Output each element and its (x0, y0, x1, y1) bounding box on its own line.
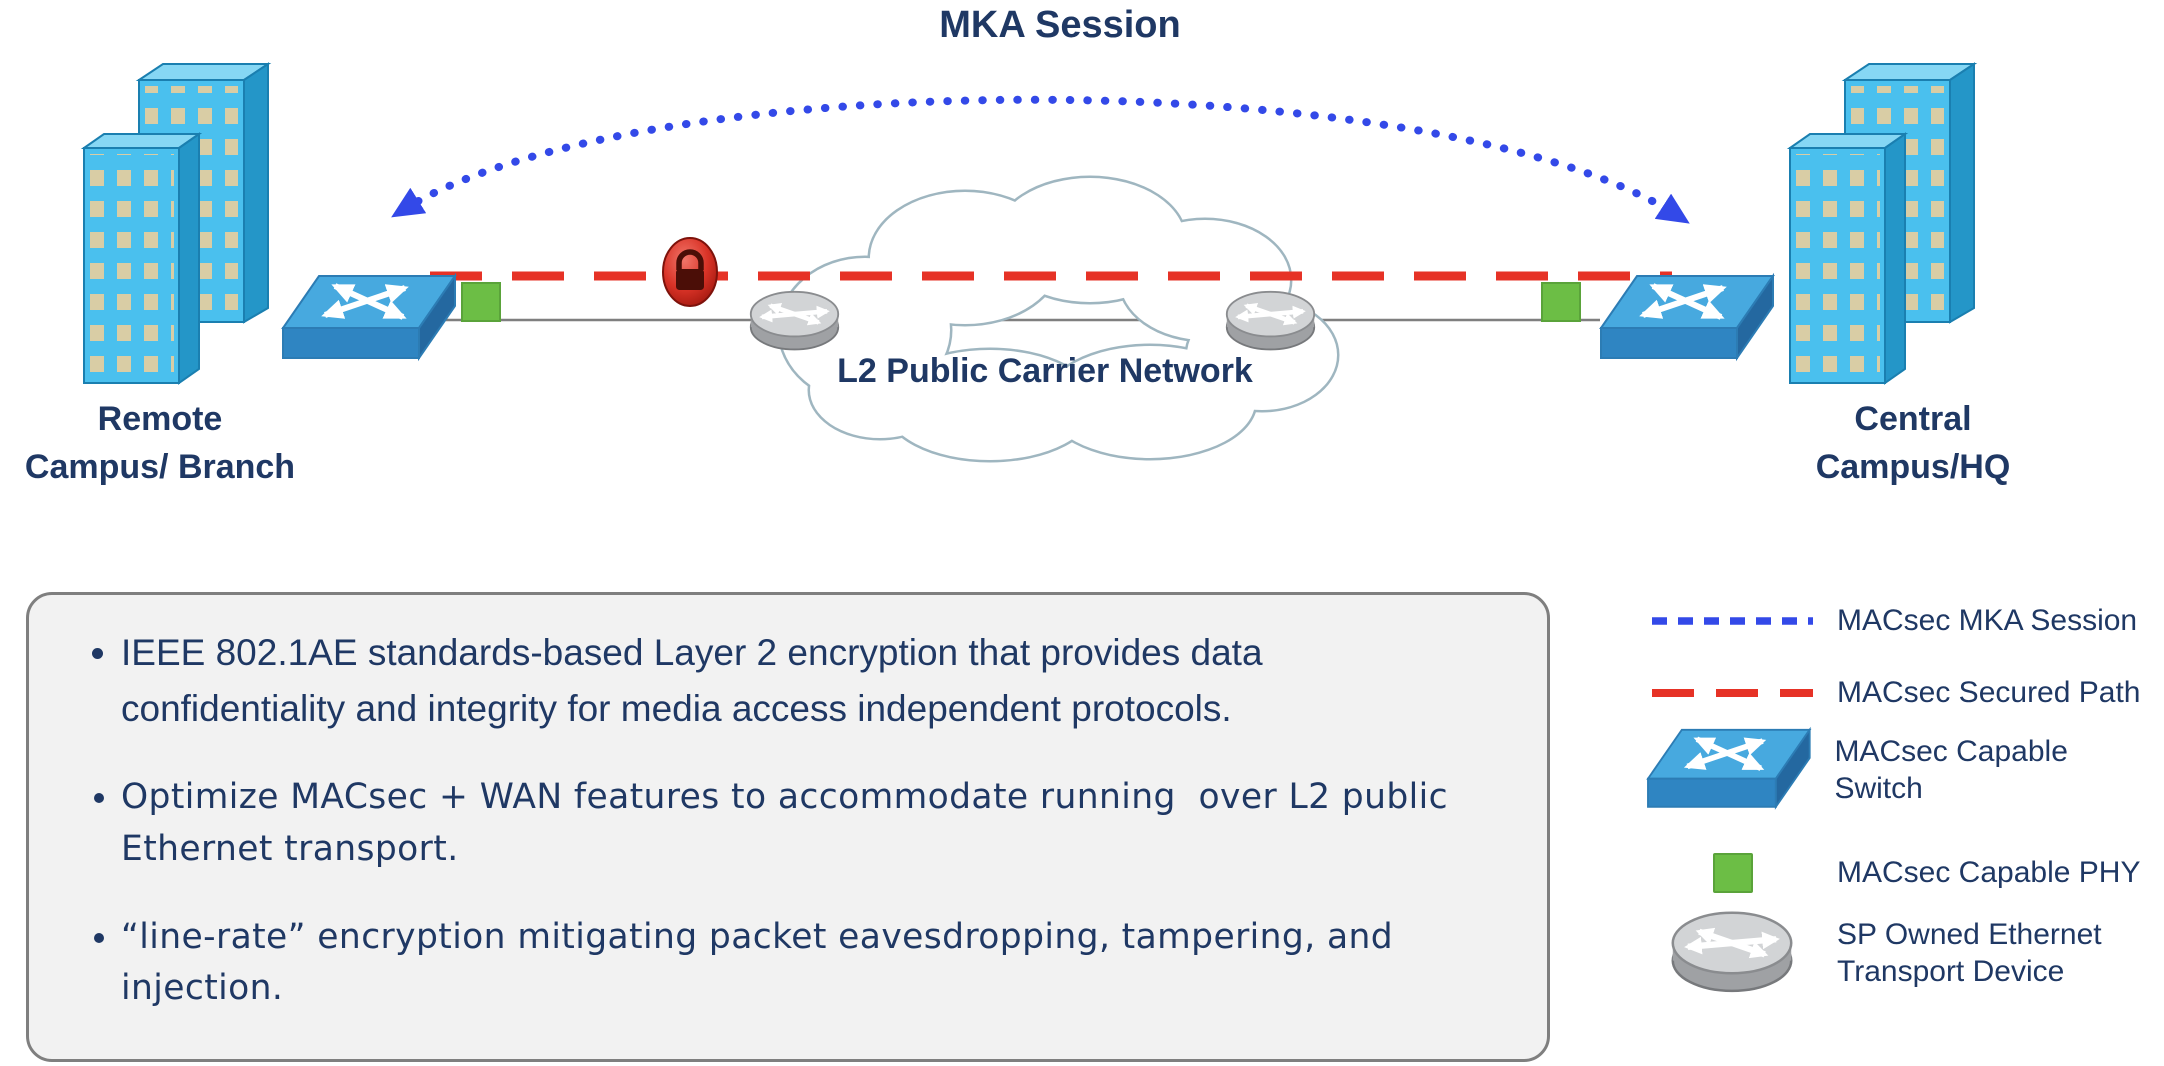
router-icon (1640, 907, 1825, 999)
legend-row-capable-phy: MACsec Capable PHY (1640, 848, 2140, 898)
mka-session-line-icon (1640, 613, 1825, 629)
padlock-icon (663, 238, 717, 306)
bullet-line-rate-encryption: “line-rate” encryption mitigating packet… (121, 912, 1457, 1016)
legend: MACsec MKA Session MACsec Secured Path M… (1640, 590, 2160, 1060)
notes-bullet-list: IEEE 802.1AE standards-based Layer 2 enc… (29, 595, 1547, 1015)
router-icon-left (751, 292, 838, 350)
bullet-optimize-macsec-wan: Optimize MACsec + WAN features to accomm… (121, 772, 1457, 876)
legend-row-capable-switch: MACsec Capable Switch (1640, 724, 2160, 816)
phy-square-icon-left (461, 282, 501, 322)
switch-icon-left (283, 276, 455, 358)
office-building-icon-left (83, 63, 269, 384)
legend-label: MACsec Capable Switch (1834, 734, 2068, 806)
router-icon-right (1227, 292, 1314, 350)
legend-row-sp-transport-device: SP Owned Ethernet Transport Device (1640, 908, 2102, 998)
legend-label: MACsec Secured Path (1837, 676, 2141, 710)
mka-session-dotted-arc (391, 95, 1690, 224)
office-building-icon-right (1789, 63, 1975, 384)
legend-row-secured-path: MACsec Secured Path (1640, 668, 2140, 718)
cloud-label: L2 Public Carrier Network (837, 352, 1253, 390)
legend-label: MACsec Capable PHY (1837, 856, 2141, 890)
network-diagram (83, 63, 1975, 560)
phy-square-icon (1640, 853, 1825, 893)
legend-label: MACsec MKA Session (1837, 604, 2138, 638)
switch-icon-right (1601, 276, 1773, 358)
phy-square-icon-right (1541, 282, 1581, 322)
legend-label: SP Owned Ethernet Transport Device (1837, 917, 2102, 989)
secured-path-line-icon (1640, 685, 1825, 701)
left-site-label: Remote Campus/ Branch (24, 400, 296, 486)
mka-session-title: MKA Session (939, 4, 1181, 46)
bullet-ieee-8021ae: IEEE 802.1AE standards-based Layer 2 enc… (121, 625, 1457, 736)
right-site-label: Central Campus/HQ (1815, 400, 2011, 486)
notes-box: IEEE 802.1AE standards-based Layer 2 enc… (26, 592, 1550, 1062)
switch-icon (1640, 724, 1822, 816)
legend-row-mka-session: MACsec MKA Session (1640, 598, 2137, 644)
